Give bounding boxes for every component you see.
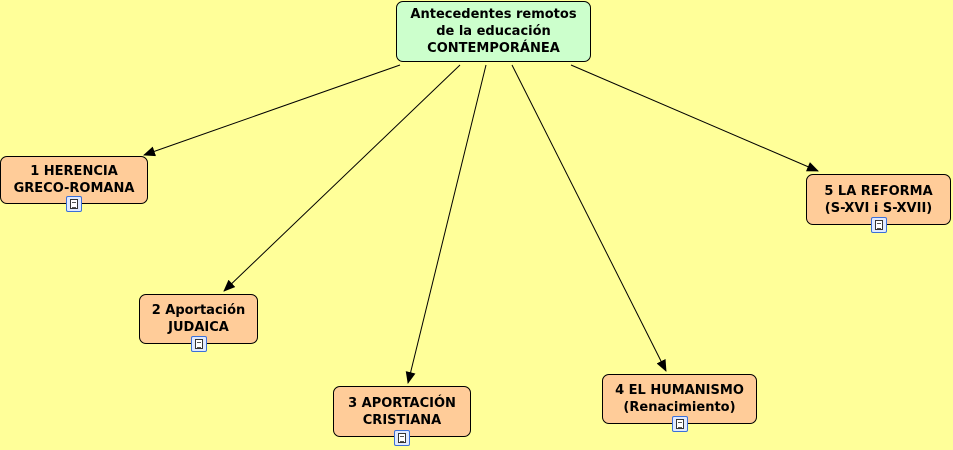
document-icon[interactable] [871, 217, 887, 233]
concept-label: 5 LA REFORMA (S-XVI i S-XVII) [824, 183, 933, 216]
document-icon[interactable] [191, 336, 207, 352]
link-to-node-1 [143, 64, 401, 157]
root-concept[interactable]: Antecedentes remotos de la educación CON… [396, 1, 591, 62]
link-to-node-2 [223, 64, 461, 292]
link-to-node-3 [405, 64, 487, 384]
concept-la-reforma[interactable]: 5 LA REFORMA (S-XVI i S-XVII) [806, 174, 951, 225]
concept-aportacion-judaica[interactable]: 2 Aportación JUDAICA [139, 294, 258, 344]
root-concept-label: Antecedentes remotos de la educación CON… [410, 7, 577, 56]
concept-label: 3 APORTACIÓN CRISTIANA [348, 395, 456, 428]
concept-label: 4 EL HUMANISMO (Renacimiento) [615, 383, 744, 415]
concept-el-humanismo[interactable]: 4 EL HUMANISMO (Renacimiento) [602, 374, 757, 424]
document-icon[interactable] [66, 196, 82, 212]
link-to-node-5 [570, 64, 819, 172]
concept-label: 1 HERENCIA GRECO-ROMANA [13, 164, 135, 196]
document-icon[interactable] [672, 416, 688, 432]
link-to-node-4 [511, 64, 667, 372]
document-icon[interactable] [394, 430, 410, 446]
concept-label: 2 Aportación JUDAICA [151, 303, 246, 335]
concept-aportacion-cristiana[interactable]: 3 APORTACIÓN CRISTIANA [333, 386, 471, 437]
